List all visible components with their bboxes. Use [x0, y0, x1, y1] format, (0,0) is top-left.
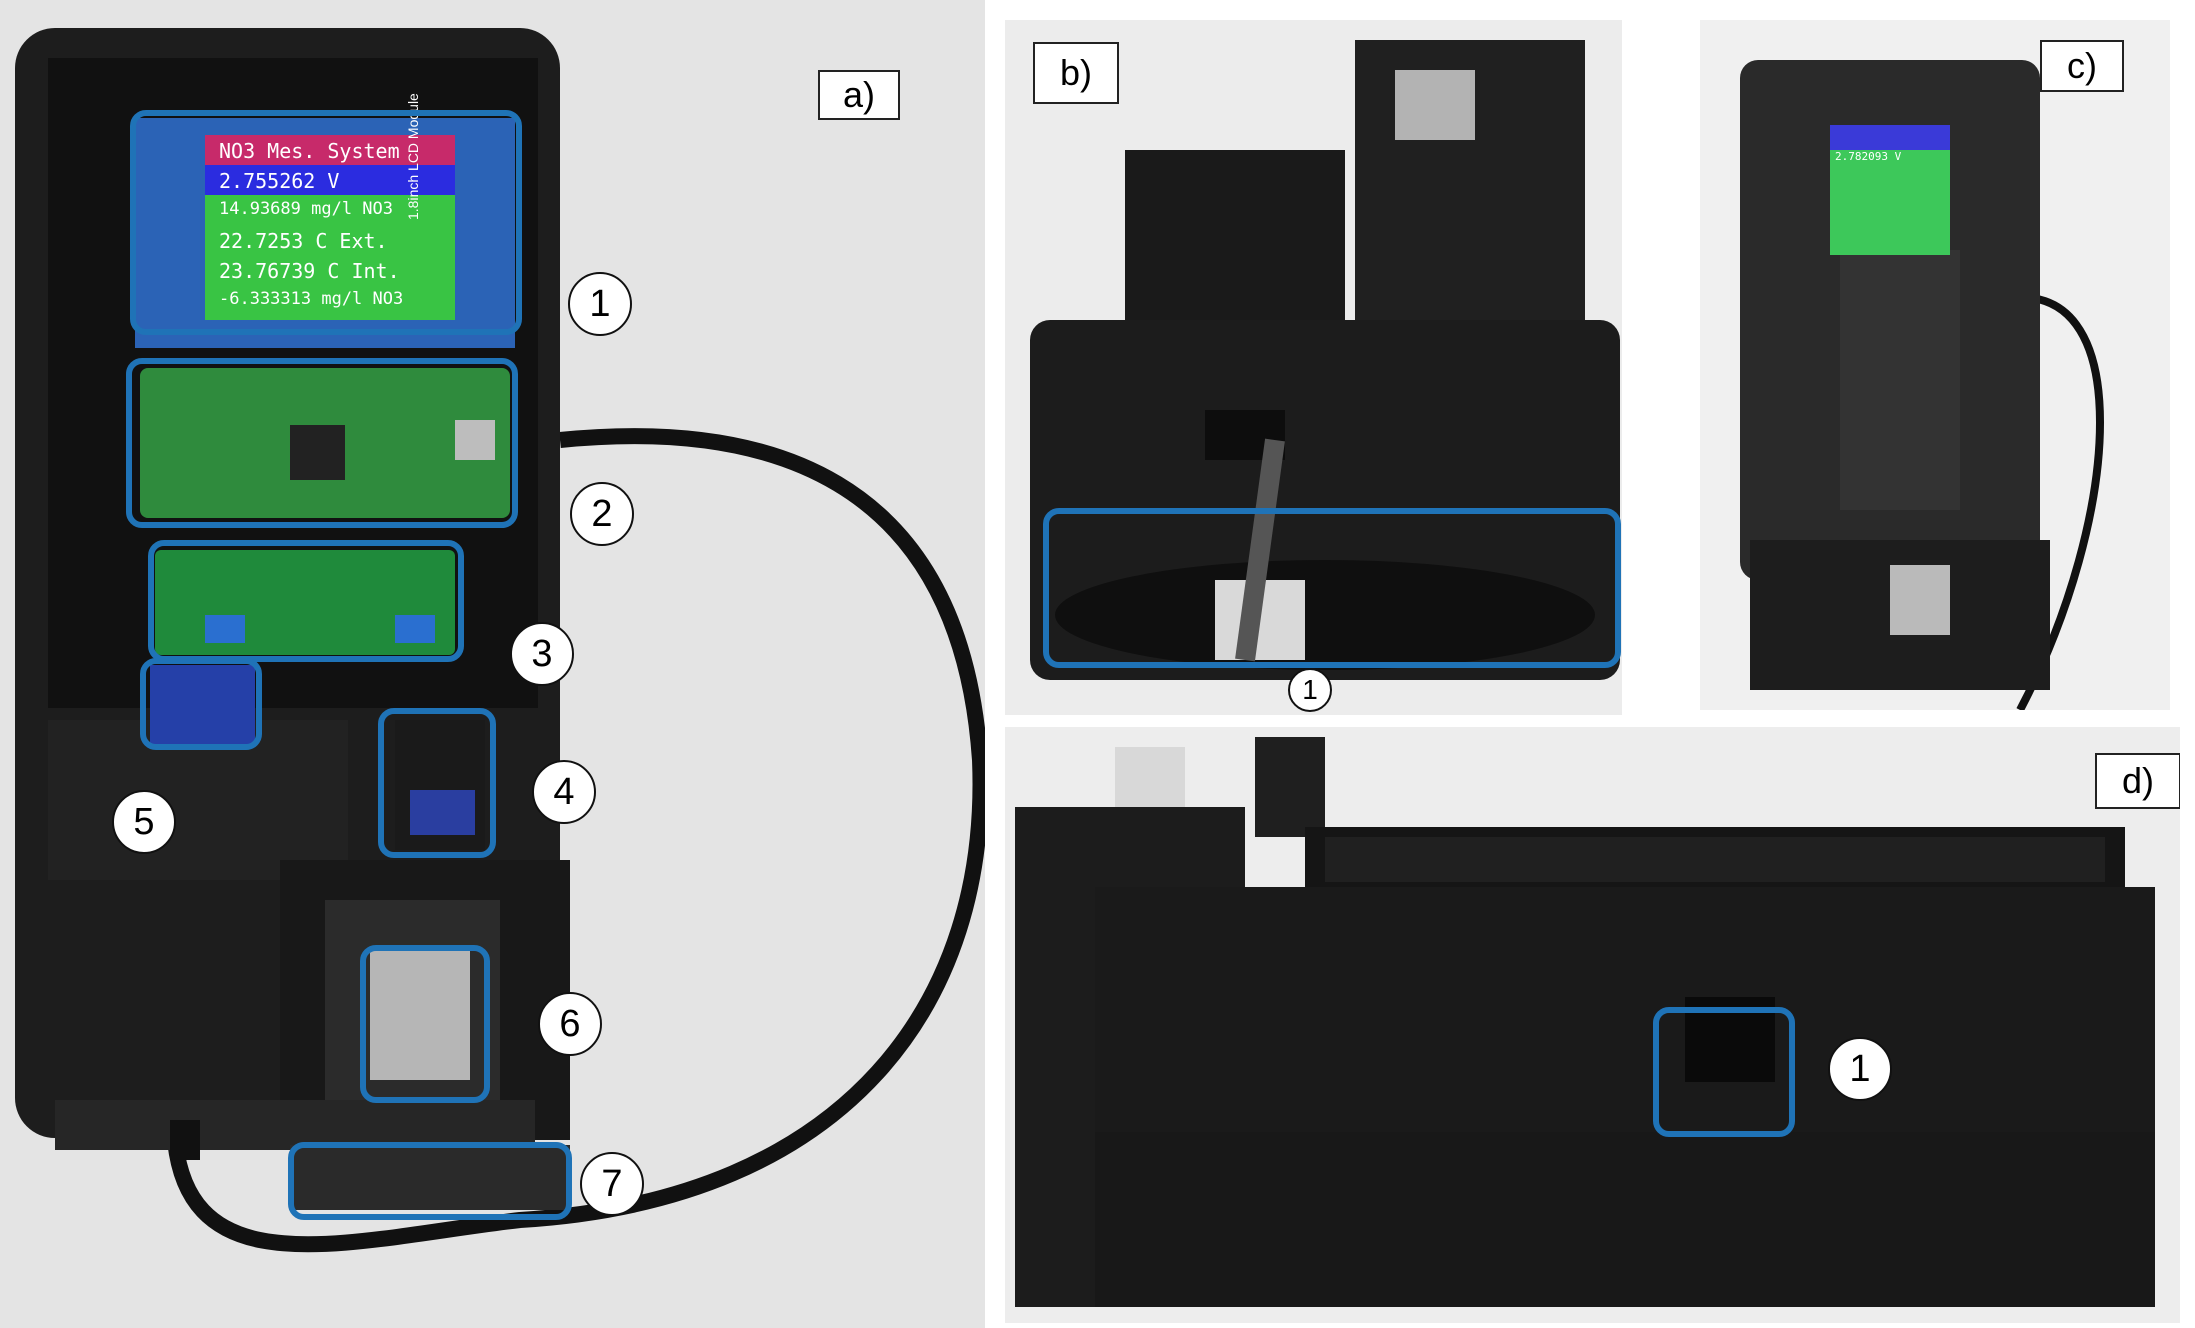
- lcd-line: 2.755262 V: [219, 169, 340, 193]
- panel-d: d) 1: [1005, 727, 2180, 1323]
- device-photo-c: [1740, 60, 2104, 710]
- lcd-screen: NO3 Mes. System 2.755262 V 14.93689 mg/l…: [205, 135, 455, 320]
- lcd-line: 14.93689 mg/l NO3: [219, 199, 393, 219]
- lcd-line: 23.76739 C Int.: [219, 259, 400, 283]
- highlight-adc: [148, 540, 464, 662]
- callout-4: 4: [532, 760, 596, 824]
- highlight-ports: [1043, 508, 1621, 668]
- device-photo-a: [15, 28, 985, 1253]
- panel-label-c: c): [2040, 40, 2124, 92]
- device-photo-b: [1030, 40, 1620, 680]
- callout-d-1: 1: [1828, 1037, 1892, 1101]
- callout-3: 3: [510, 622, 574, 686]
- callout-2: 2: [570, 482, 634, 546]
- highlight-sensor: [140, 658, 262, 750]
- callout-b-1: 1: [1288, 668, 1332, 712]
- panel-label-d: d): [2095, 753, 2180, 809]
- lcd-line: NO3 Mes. System: [219, 139, 400, 163]
- lcd-line: 22.7253 C Ext.: [219, 229, 388, 253]
- panel-b: b) 1: [1005, 20, 1622, 715]
- callout-6: 6: [538, 992, 602, 1056]
- small-lcd-line: 2.782093 V: [1835, 150, 1902, 163]
- highlight-temp-sensor: [378, 708, 496, 858]
- highlight-base: [288, 1142, 572, 1220]
- panel-c: 2.782093 V c): [1700, 20, 2170, 710]
- panel-a: NO3 Mes. System 2.755262 V 14.93689 mg/l…: [0, 0, 985, 1328]
- highlight-lcd: [130, 110, 522, 335]
- lcd-line: -6.333313 mg/l NO3: [219, 289, 404, 309]
- highlight-cuvette: [360, 945, 490, 1103]
- callout-1: 1: [568, 272, 632, 336]
- callout-7: 7: [580, 1152, 644, 1216]
- panel-label-a: a): [818, 70, 900, 120]
- panel-label-b: b): [1033, 42, 1119, 104]
- highlight-usb: [1653, 1007, 1795, 1137]
- device-photo-d: [1015, 737, 2155, 1307]
- highlight-pico: [126, 358, 518, 528]
- callout-5: 5: [112, 790, 176, 854]
